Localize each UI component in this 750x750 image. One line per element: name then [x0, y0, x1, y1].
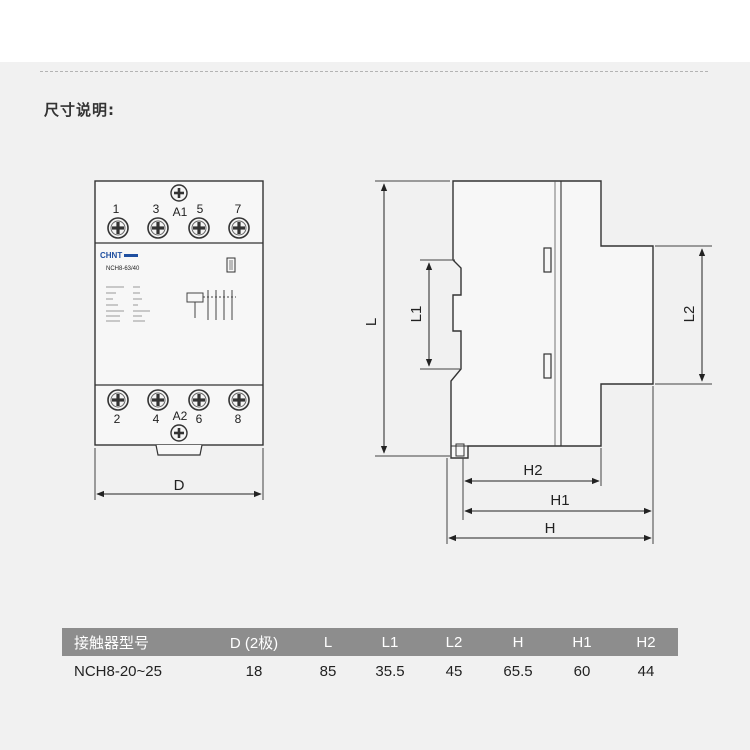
section-title: 尺寸说明: — [44, 101, 115, 119]
din-clip — [155, 444, 203, 456]
indicator-window — [226, 257, 236, 273]
wiring-schematic — [186, 290, 236, 320]
terminal-label: A2 — [173, 409, 188, 423]
table-header-cell: 接触器型号 — [62, 628, 210, 656]
table-header-cell: D (2极) — [210, 628, 298, 656]
spec-table: 接触器型号 D (2极) L L1 L2 H H1 H2 NCH8-20~25 … — [62, 628, 678, 686]
screw-icon — [228, 389, 250, 411]
table-row: NCH8-20~25 18 85 35.5 45 65.5 60 44 — [62, 656, 678, 686]
table-cell: 85 — [319, 662, 337, 680]
table-header-cell: H2 — [614, 628, 678, 656]
table-header-row: 接触器型号 D (2极) L L1 L2 H H1 H2 — [62, 628, 678, 656]
table-header-cell: L2 — [422, 628, 486, 656]
terminal-label: 6 — [196, 412, 203, 426]
dimension-label-D: D — [174, 477, 185, 494]
side-slot — [543, 353, 552, 379]
dimension-label-L1: L1 — [408, 306, 425, 323]
dimension-label-H2: H2 — [523, 462, 542, 479]
side-body — [450, 180, 654, 459]
side-slot — [543, 247, 552, 273]
table-header-cell: H1 — [550, 628, 614, 656]
terminal-label: A1 — [173, 205, 188, 219]
screw-icon — [147, 217, 169, 239]
screw-icon — [107, 389, 129, 411]
terminal-label: 8 — [235, 412, 242, 426]
table-cell: 35.5 — [375, 662, 405, 680]
table-cell: 60 — [573, 662, 591, 680]
dimension-label-L: L — [363, 318, 380, 326]
screw-icon — [228, 217, 250, 239]
dimension-label-L2: L2 — [681, 306, 698, 323]
spec-fine-print — [106, 286, 150, 322]
screw-icon — [147, 389, 169, 411]
terminal-label: 5 — [197, 202, 204, 216]
side-view: L L1 L2 H2 H1 H — [363, 180, 712, 544]
terminal-label: 1 — [113, 202, 120, 216]
terminal-label: 7 — [235, 202, 242, 216]
screw-icon — [188, 217, 210, 239]
terminal-label: 4 — [153, 412, 160, 426]
screw-icon — [107, 217, 129, 239]
dimension-label-H: H — [545, 520, 556, 537]
table-cell: NCH8-20~25 — [74, 662, 162, 680]
model-label: NCH8-63/40 — [106, 266, 140, 272]
table-cell: 18 — [245, 662, 263, 680]
screw-icon — [170, 424, 188, 442]
table-cell: 45 — [445, 662, 463, 680]
dimension-label-H1: H1 — [550, 492, 569, 509]
table-header-cell: L — [298, 628, 358, 656]
brand-bar — [124, 254, 138, 257]
brand-logo: CHNT — [100, 251, 122, 260]
terminal-label: 2 — [114, 412, 121, 426]
screw-icon — [188, 389, 210, 411]
terminal-label: 3 — [153, 202, 160, 216]
front-view: 1 3 A1 5 7 CHNT NCH8-63/40 — [94, 180, 264, 500]
table-cell: 65.5 — [503, 662, 533, 680]
dashed-divider — [40, 71, 708, 72]
screw-icon — [170, 184, 188, 202]
table-header-cell: H — [486, 628, 550, 656]
table-cell: 44 — [637, 662, 655, 680]
table-header-cell: L1 — [358, 628, 422, 656]
